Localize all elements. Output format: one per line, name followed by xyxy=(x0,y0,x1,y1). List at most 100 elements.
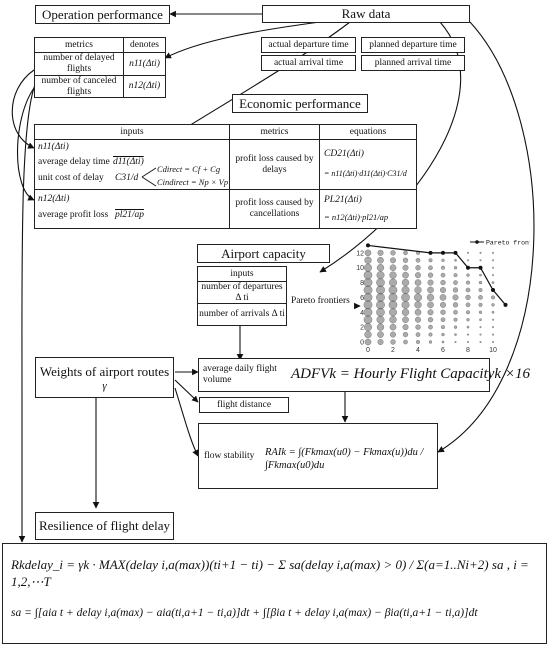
capacity-bubble xyxy=(467,333,469,336)
capacity-bubble xyxy=(363,270,373,280)
op-header-metrics: metrics xyxy=(34,37,124,53)
economic-performance-title: Economic performance xyxy=(232,94,368,113)
capacity-bubble xyxy=(377,331,384,338)
op-row-canceled-denote-text: n12(Δti) xyxy=(128,81,161,91)
capacity-bubble xyxy=(364,323,372,332)
resilience-title: Resilience of flight delay xyxy=(35,512,174,540)
capacity-bubble xyxy=(401,286,410,294)
capacity-bubble xyxy=(454,341,457,343)
capacity-bubble xyxy=(402,271,409,279)
capacity-bubble xyxy=(466,273,470,277)
capacity-departures: number of departures Δ ti xyxy=(197,281,287,304)
capacity-bubble xyxy=(452,302,459,308)
pareto-frontier-point xyxy=(478,265,483,270)
capacity-bubble xyxy=(428,324,433,330)
operation-performance-label: Operation performance xyxy=(42,6,163,22)
capacity-bubble xyxy=(441,265,445,270)
capacity-bubble xyxy=(363,315,373,324)
resilience-formula-line1: Rkdelay_i = γk · MAX(delay i,a(max))(ti+… xyxy=(11,557,529,589)
x-tick-label: 10 xyxy=(489,347,497,354)
x-tick-label: 8 xyxy=(466,347,470,354)
adfv-label: average daily flight volume xyxy=(203,364,277,385)
arrow-raw-to-operation-table xyxy=(164,21,321,59)
pareto-frontier-point xyxy=(466,265,470,270)
capacity-bubble xyxy=(364,330,372,339)
pareto-frontier-point xyxy=(441,250,445,255)
capacity-bubble xyxy=(390,250,396,256)
econ-row1-branch xyxy=(141,167,157,187)
capacity-bubble xyxy=(478,302,483,307)
capacity-bubble xyxy=(415,272,421,279)
capacity-inputs-header-text: inputs xyxy=(230,268,254,279)
rai-box: flow stability RAIk = ∫(Fkmax(u0) − Fkma… xyxy=(198,423,438,489)
capacity-bubble xyxy=(414,309,422,316)
op-row-canceled-denote: n12(Δti) xyxy=(123,75,166,98)
rai-formula: RAIk = ∫(Fkmax(u0) − Fkmax(u))du / ∫Fkma… xyxy=(265,447,424,471)
econ-header-equations: equations xyxy=(319,124,417,140)
capacity-bubble xyxy=(389,271,397,279)
econ-row1-cost-direct: Cdirect = Cf + Cg xyxy=(157,164,221,174)
capacity-bubble xyxy=(376,323,385,331)
econ-header-metrics: metrics xyxy=(229,124,320,140)
pareto-frontier-point xyxy=(491,288,495,292)
capacity-bubble xyxy=(439,294,447,301)
capacity-bubble xyxy=(428,340,433,344)
arrow-weights-to-distance xyxy=(174,379,199,403)
capacity-bubble xyxy=(440,287,446,293)
capacity-bubble xyxy=(491,311,495,314)
capacity-bubble xyxy=(415,258,421,263)
capacity-bubble xyxy=(428,332,433,337)
pareto-frontiers-label: Pareto frontiers xyxy=(291,296,350,306)
op-row-delayed-denote-text: n11(Δti) xyxy=(129,58,160,69)
x-tick-label: 4 xyxy=(416,347,420,354)
pareto-frontier-point xyxy=(366,243,370,248)
capacity-bubble xyxy=(478,280,483,285)
capacity-bubble xyxy=(492,274,494,277)
capacity-departures-text: number of departures Δ ti xyxy=(201,281,283,303)
capacity-bubble xyxy=(441,325,445,330)
capacity-bubble xyxy=(416,340,420,344)
econ-header-inputs: inputs xyxy=(34,124,230,140)
airport-capacity-title: Airport capacity xyxy=(197,244,330,263)
capacity-bubble xyxy=(440,301,446,308)
capacity-bubble xyxy=(401,278,410,287)
capacity-bubble xyxy=(376,285,385,295)
arrow-raw-to-rai xyxy=(437,21,535,453)
capacity-bubble xyxy=(376,271,385,280)
econ-row1-equation-top: CD21(Δti) xyxy=(324,149,364,159)
capacity-bubble xyxy=(363,307,373,317)
y-tick-label: 2 xyxy=(360,325,364,332)
capacity-bubble xyxy=(479,318,482,321)
capacity-bubble xyxy=(454,333,457,336)
econ-row2-inputs: n12(Δti) average profit loss pl21/ap xyxy=(34,189,230,229)
capacity-bubble xyxy=(428,265,433,270)
capacity-bubble xyxy=(402,316,409,323)
econ-row2-metric-text: profit loss caused by cancellations xyxy=(235,198,314,219)
arrow-op-row1-to-econ xyxy=(11,69,35,149)
capacity-bubble xyxy=(479,259,482,262)
capacity-bubble xyxy=(377,257,384,264)
raw-planned-arrival: planned arrival time xyxy=(361,55,465,71)
capacity-bubble xyxy=(465,302,471,308)
capacity-bubble xyxy=(452,294,459,301)
econ-row1-delay-symbol: d11(Δti) xyxy=(113,157,144,167)
capacity-bubble xyxy=(388,300,398,310)
pareto-frontier-point xyxy=(503,302,508,307)
capacity-bubble xyxy=(376,278,385,287)
capacity-bubble xyxy=(364,338,372,346)
capacity-bubble xyxy=(441,332,445,337)
raw-actual-departure: actual departure time xyxy=(261,37,356,53)
capacity-bubble xyxy=(440,309,446,315)
adfv-formula: ADFVk = Hourly Flight Capacityk ×16 xyxy=(291,366,530,382)
econ-header-equations-text: equations xyxy=(349,126,387,137)
capacity-bubble xyxy=(402,324,409,331)
econ-row2-input-line1: average profit loss xyxy=(38,210,109,220)
capacity-bubble xyxy=(466,280,470,285)
capacity-bubble xyxy=(389,308,397,317)
capacity-bubble xyxy=(492,341,494,343)
capacity-bubble xyxy=(426,293,435,302)
capacity-bubble xyxy=(376,293,385,302)
flight-distance-label: flight distance xyxy=(216,399,272,410)
capacity-bubble xyxy=(403,250,408,256)
capacity-bubble xyxy=(389,278,397,287)
